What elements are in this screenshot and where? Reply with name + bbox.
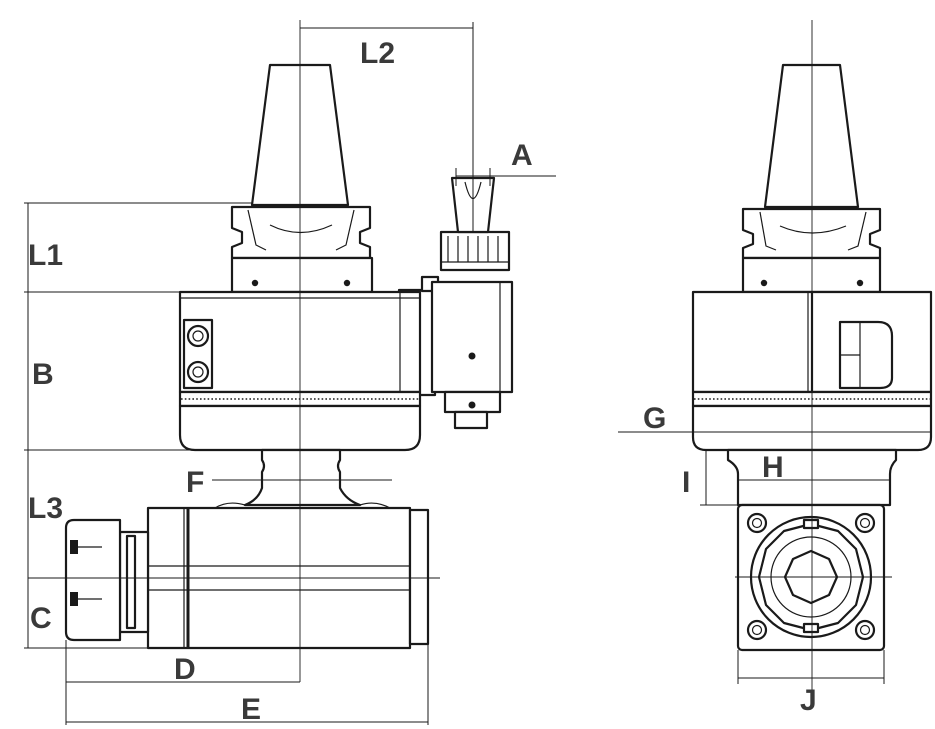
label-j: J bbox=[800, 684, 817, 717]
label-l3: L3 bbox=[28, 492, 63, 525]
label-d: D bbox=[174, 653, 196, 686]
label-e: E bbox=[241, 693, 261, 726]
label-c: C bbox=[30, 602, 52, 635]
label-h: H bbox=[762, 451, 784, 484]
side-stop-block bbox=[430, 280, 514, 394]
label-l1: L1 bbox=[28, 239, 63, 272]
side-rear-cap bbox=[408, 508, 430, 646]
side-collet-nut bbox=[64, 518, 122, 642]
front-stop-profile bbox=[838, 320, 894, 390]
label-i: I bbox=[682, 466, 690, 499]
label-l2: L2 bbox=[360, 37, 395, 70]
side-stop-block-nut bbox=[439, 230, 511, 272]
label-f: F bbox=[186, 466, 204, 499]
side-adapter-ring bbox=[230, 256, 374, 294]
side-view bbox=[24, 20, 556, 725]
front-adapter-ring bbox=[741, 256, 882, 294]
front-taper-shank bbox=[763, 63, 860, 209]
front-view bbox=[618, 20, 933, 705]
side-neck bbox=[243, 448, 362, 507]
label-g: G bbox=[643, 402, 666, 435]
dimension-labels: L2 A L1 B F L3 C D E G H I J bbox=[28, 37, 817, 726]
label-a: A bbox=[511, 139, 533, 172]
label-b: B bbox=[32, 358, 54, 391]
